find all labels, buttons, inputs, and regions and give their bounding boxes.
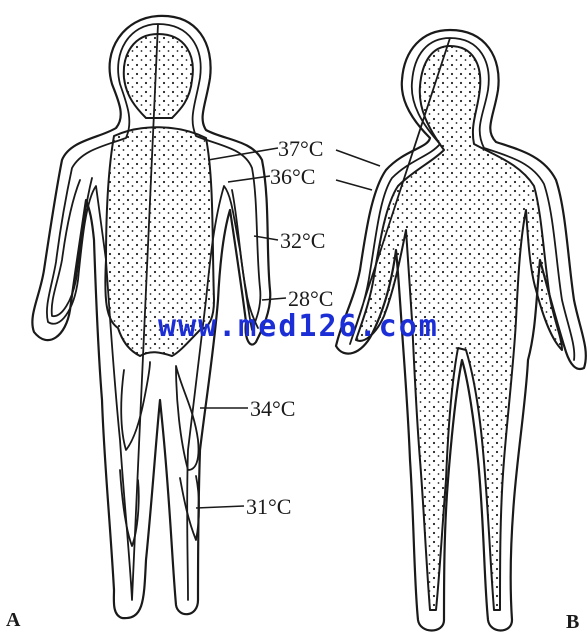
panel-label-a: A	[6, 609, 21, 631]
label-36c: 36°C	[270, 164, 315, 189]
leader-28c	[262, 298, 286, 300]
label-32c: 32°C	[280, 228, 325, 253]
watermark-text: www.med126.com	[158, 309, 439, 344]
label-28c: 28°C	[288, 286, 333, 311]
label-34c: 34°C	[250, 396, 295, 421]
label-37c: 37°C	[278, 136, 323, 161]
figure-a-leg-zone-left	[121, 362, 150, 450]
leader-31c	[196, 506, 244, 508]
figure-a-head-core	[124, 34, 193, 118]
panel-label-b: B	[566, 611, 579, 633]
label-31c: 31°C	[246, 494, 291, 519]
